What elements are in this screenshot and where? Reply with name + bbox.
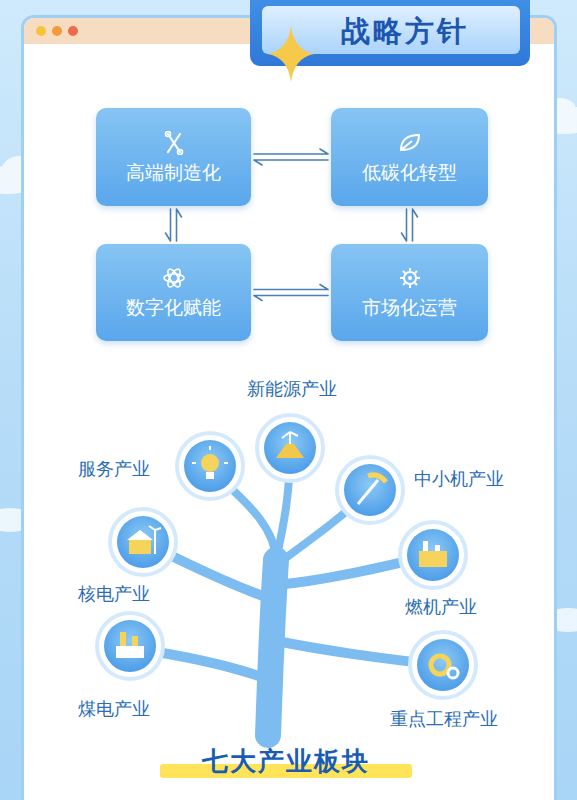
strategy-box: 市场化运营 [331,244,488,341]
box-label: 数字化赋能 [126,296,221,319]
industry-circle [410,632,476,698]
box-icon [398,266,422,290]
industry-circle [337,457,403,523]
industry-label: 中小机产业 [414,468,504,490]
industry-label: 新能源产业 [247,378,337,400]
window-dot [68,26,78,36]
double-arrow [254,285,328,301]
double-arrow [166,209,182,241]
section-caption: 七大产业板块 [202,744,370,779]
page-title: 战略方针 [341,12,469,52]
box-label: 低碳化转型 [362,161,457,184]
industry-label: 重点工程产业 [390,708,498,730]
box-icon [162,266,186,290]
double-arrow [254,149,328,165]
industry-label: 服务产业 [78,458,150,480]
industry-label: 燃机产业 [405,596,477,618]
strategy-box: 低碳化转型 [331,108,488,206]
industry-circle [110,509,176,575]
strategy-box: 数字化赋能 [96,244,251,341]
industry-circle [97,613,163,679]
double-arrow [402,209,418,241]
industry-label: 煤电产业 [78,698,150,720]
sparkle-star [268,26,314,82]
industry-circle [400,522,466,588]
box-icon [162,131,186,155]
industry-label: 核电产业 [78,583,150,605]
box-label: 高端制造化 [126,161,221,184]
industry-circle [257,415,323,481]
industry-circle [177,433,243,499]
box-icon [398,131,422,155]
strategy-box: 高端制造化 [96,108,251,206]
window-dot [52,26,62,36]
box-label: 市场化运营 [362,296,457,319]
window-dot [36,26,46,36]
